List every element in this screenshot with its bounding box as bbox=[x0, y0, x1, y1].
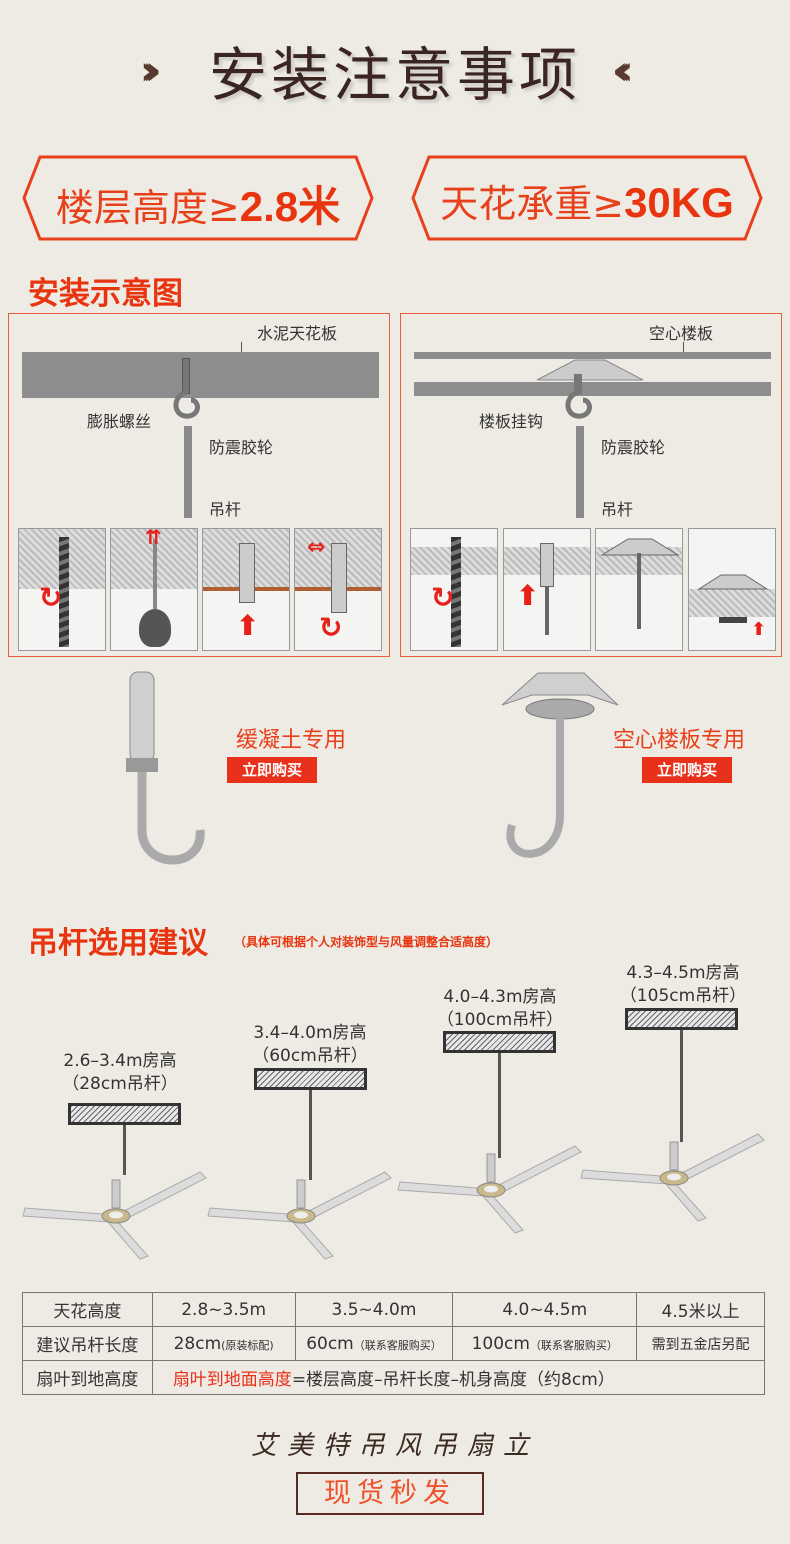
hollow-slab-top bbox=[414, 352, 771, 359]
ceiling-label: 空心楼板 bbox=[649, 324, 714, 343]
hook-label: 楼板挂钩 bbox=[479, 412, 544, 431]
concrete-product-label: 缓凝土专用 bbox=[236, 728, 347, 753]
rubber-label: 防震胶轮 bbox=[601, 438, 666, 457]
requirement-value: 2.8米 bbox=[239, 183, 341, 230]
table-cell: 28cm(原装标配) bbox=[151, 1326, 296, 1361]
page-title: 安装注意事项 bbox=[208, 41, 581, 109]
buy-now-button[interactable]: 立即购买 bbox=[642, 757, 732, 783]
concrete-slab bbox=[22, 352, 379, 398]
room-height: 4.3–4.5m房高 bbox=[626, 963, 740, 983]
hollow-slab-hook-image bbox=[501, 672, 619, 858]
ceiling-fan-icon bbox=[578, 1122, 768, 1222]
rubber-label: 防震胶轮 bbox=[209, 438, 274, 457]
table-row: 建议吊杆长度 28cm(原装标配) 60cm（联系客服购买） 100cm（联系客… bbox=[22, 1326, 765, 1361]
rod-label: 吊杆 bbox=[601, 500, 634, 519]
table-cell: 2.8~3.5m bbox=[151, 1292, 296, 1327]
in-stock-button[interactable]: 现货秒发 bbox=[296, 1472, 484, 1515]
step-insert: ⬆ bbox=[503, 528, 591, 651]
requirement-label: 天花承重≥ bbox=[440, 182, 625, 226]
step-secure: ⬆ bbox=[688, 528, 776, 651]
rod-advice-subtitle: （具体可根据个人对装饰型与风量调整合适高度） bbox=[234, 935, 499, 949]
hollow-slab-bottom bbox=[414, 382, 771, 396]
floor-height-requirement: 楼层高度≥2.8米 bbox=[22, 155, 374, 241]
room-height: 4.0–4.3m房高 bbox=[443, 987, 557, 1007]
rod-length: （100cm吊杆） bbox=[436, 1010, 564, 1030]
rod-length: （28cm吊杆） bbox=[62, 1074, 178, 1094]
ceiling-load-requirement: 天花承重≥30KG bbox=[411, 155, 763, 241]
requirement-value: 30KG bbox=[624, 179, 734, 226]
room-height: 2.6–3.4m房高 bbox=[63, 1051, 177, 1071]
fan-option-1: 2.6–3.4m房高 （28cm吊杆） bbox=[20, 1050, 220, 1096]
rod-length: （60cm吊杆） bbox=[252, 1046, 368, 1066]
table-header-cell: 天花高度 bbox=[22, 1292, 153, 1327]
rod bbox=[184, 426, 192, 518]
formula-cell: 扇叶到地面高度=楼层高度–吊杆长度–机身高度（约8cm） bbox=[151, 1360, 766, 1395]
step-open bbox=[595, 528, 683, 651]
expansion-screw bbox=[182, 358, 190, 394]
rod-label: 吊杆 bbox=[209, 500, 242, 519]
ceiling-fan-icon bbox=[395, 1134, 585, 1234]
table-row: 扇叶到地高度 扇叶到地面高度=楼层高度–吊杆长度–机身高度（约8cm） bbox=[22, 1360, 766, 1395]
table-cell: 100cm（联系客服购买） bbox=[452, 1326, 638, 1361]
ceiling-fan-icon bbox=[205, 1160, 395, 1260]
ceiling-block bbox=[68, 1103, 181, 1125]
ceiling-fan-icon bbox=[20, 1160, 210, 1260]
hollow-slab-diagram: 空心楼板 楼板挂钩 防震胶轮 吊杆 ↻ ⬆ ⬆ bbox=[400, 313, 782, 657]
ceiling-block bbox=[254, 1068, 367, 1090]
brand-signature: 艾美特吊风吊扇立 bbox=[250, 1431, 539, 1461]
chevron-left-icon: ‹‹‹ bbox=[612, 48, 634, 94]
ceiling-label: 水泥天花板 bbox=[257, 324, 338, 343]
ceiling-block bbox=[625, 1008, 738, 1030]
step-tighten: ⇔↻ bbox=[294, 528, 382, 651]
table-row: 天花高度 2.8~3.5m 3.5~4.0m 4.0~4.5m 4.5米以上 bbox=[22, 1292, 765, 1327]
hook-icon bbox=[565, 390, 592, 419]
fan-option-4: 4.3–4.5m房高 （105cm吊杆） bbox=[578, 962, 788, 1008]
table-header-cell: 建议吊杆长度 bbox=[22, 1326, 153, 1361]
fan-option-2: 3.4–4.0m房高 （60cm吊杆） bbox=[205, 1022, 415, 1068]
table-cell: 3.5~4.0m bbox=[294, 1292, 454, 1327]
room-height: 3.4–4.0m房高 bbox=[253, 1023, 367, 1043]
table-header-cell: 扇叶到地高度 bbox=[22, 1360, 153, 1395]
step-drill: ↻ bbox=[410, 528, 498, 651]
requirement-label: 楼层高度≥ bbox=[55, 186, 240, 230]
table-cell: 需到五金店另配 bbox=[636, 1326, 765, 1361]
buy-now-button[interactable]: 立即购买 bbox=[227, 757, 317, 783]
toggle-anchor-icon bbox=[536, 359, 644, 381]
hollow-slab-product-label: 空心楼板专用 bbox=[613, 728, 746, 753]
step-drill: ↻ bbox=[18, 528, 106, 651]
expansion-hook-image bbox=[126, 671, 205, 865]
rod bbox=[576, 426, 584, 518]
step-clean: ⇈ bbox=[110, 528, 198, 651]
screw-label: 膨胀螺丝 bbox=[87, 412, 152, 431]
ceiling-block bbox=[443, 1031, 556, 1053]
hook-icon bbox=[173, 390, 200, 419]
table-cell: 60cm（联系客服购买） bbox=[294, 1326, 454, 1361]
install-diagram-heading: 安装示意图 bbox=[28, 276, 183, 312]
rod-advice-heading: 吊杆选用建议 bbox=[28, 926, 208, 961]
table-cell: 4.0~4.5m bbox=[452, 1292, 638, 1327]
table-cell: 4.5米以上 bbox=[636, 1292, 765, 1327]
rod-length-table: 天花高度 2.8~3.5m 3.5~4.0m 4.0~4.5m 4.5米以上 建… bbox=[22, 1292, 766, 1395]
concrete-ceiling-diagram: 水泥天花板 膨胀螺丝 防震胶轮 吊杆 ↻ ⇈ ⬆ ⇔↻ bbox=[8, 313, 390, 657]
step-insert: ⬆ bbox=[202, 528, 290, 651]
rod-length: （105cm吊杆） bbox=[619, 986, 747, 1006]
fan-option-3: 4.0–4.3m房高 （100cm吊杆） bbox=[395, 986, 605, 1032]
